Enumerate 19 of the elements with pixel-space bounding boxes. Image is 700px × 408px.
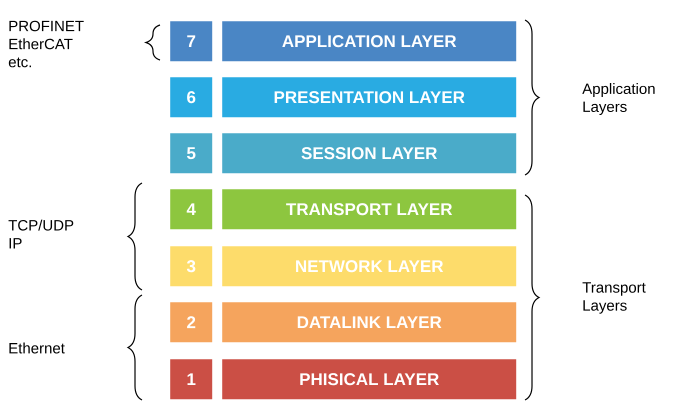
side-label: Ethernet [9, 342, 65, 354]
layer-box: SESSION LAYER [222, 133, 516, 174]
layer-box: APPLICATION LAYER [222, 21, 516, 62]
layer-box: PHISICAL LAYER [222, 359, 516, 400]
number-box: 1 [170, 359, 212, 400]
side-label: Transport Layers [582, 282, 646, 314]
side-label: Application Layers [582, 83, 655, 115]
number-box: 3 [170, 246, 212, 286]
side-label: PROFINET EtherCAT etc. [8, 20, 84, 68]
layer-box: NETWORK LAYER [222, 246, 516, 286]
number-box: 7 [170, 21, 212, 62]
side-label: TCP/UDP IP [8, 220, 74, 248]
layer-box: TRANSPORT LAYER [222, 189, 516, 230]
layer-box: DATALINK LAYER [222, 302, 516, 342]
number-box: 6 [170, 77, 212, 118]
number-box: 2 [170, 302, 212, 342]
number-box: 4 [170, 189, 212, 230]
layer-box: PRESENTATION LAYER [222, 77, 516, 118]
number-box: 5 [170, 133, 212, 174]
